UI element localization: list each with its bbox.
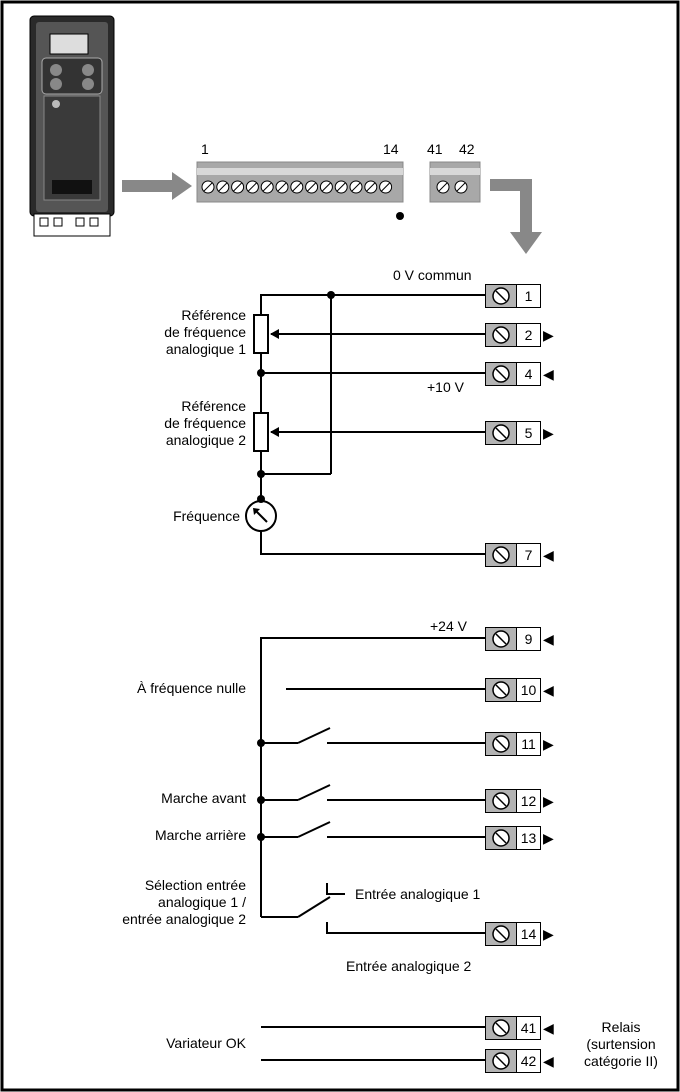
label-entree-analogique-1: Entrée analogique 1 (355, 886, 481, 902)
terminal-screw-icon (485, 1016, 517, 1040)
output-arrow-icon: ▶ (543, 425, 554, 441)
terminal-screw-icon (485, 678, 517, 702)
terminal-number: 10 (516, 678, 541, 702)
terminal-number: 12 (516, 789, 541, 813)
drive-device-illustration (29, 15, 115, 237)
terminal-number: 1 (516, 284, 541, 308)
terminal-screw-icon (485, 323, 517, 347)
strip-label-14: 14 (383, 141, 399, 157)
label-ref1-line3: analogique 1 (165, 341, 246, 357)
terminal-strip-41-42 (429, 161, 481, 203)
terminal-number: 42 (516, 1049, 541, 1073)
terminal-number: 41 (516, 1016, 541, 1040)
strip-label-41: 41 (427, 141, 443, 157)
label-selection-line2: analogique 1 / (158, 894, 246, 910)
label-ref2-line3: analogique 2 (165, 432, 246, 448)
input-arrow-icon: ◀ (543, 547, 554, 563)
terminal-number: 7 (516, 543, 541, 567)
label-selection-line1: Sélection entrée (144, 877, 246, 893)
input-arrow-icon: ◀ (543, 631, 554, 647)
terminal-screw-icon (485, 826, 517, 850)
label-ref1-line2: de fréquence (164, 324, 246, 340)
flow-arrow-right (122, 172, 192, 200)
terminal-screw-icon (485, 362, 517, 386)
terminal-screw-icon (485, 1049, 517, 1073)
terminal-screw-icon (485, 732, 517, 756)
output-arrow-icon: ▶ (543, 327, 554, 343)
terminal-screw-icon (485, 421, 517, 445)
output-arrow-icon: ▶ (543, 793, 554, 809)
strip-label-42: 42 (459, 141, 475, 157)
terminal-screw-icon (485, 627, 517, 651)
label-marche-avant: Marche avant (161, 790, 246, 806)
output-arrow-icon: ▶ (543, 926, 554, 942)
terminal-number: 9 (516, 627, 541, 651)
label-variateur-ok: Variateur OK (166, 1035, 246, 1051)
terminal-number: 4 (516, 362, 541, 386)
label-plus24v: +24 V (430, 618, 467, 634)
flow-arrow-down (490, 179, 542, 254)
input-arrow-icon: ◀ (543, 1053, 554, 1069)
label-ref2-line1: Référence (181, 398, 246, 414)
label-frequence: Fréquence (173, 508, 240, 524)
input-arrow-icon: ◀ (543, 366, 554, 382)
input-arrow-icon: ◀ (543, 1020, 554, 1036)
pin-dot (396, 212, 404, 220)
terminal-screw-icon (485, 922, 517, 946)
label-ref2-line2: de fréquence (164, 415, 246, 431)
label-selection-line3: entrée analogique 2 (122, 911, 246, 927)
label-relais-line2: (surtension (586, 1036, 656, 1052)
label-marche-arriere: Marche arrière (154, 827, 246, 843)
label-zero-frequency: À fréquence nulle (137, 680, 246, 696)
output-arrow-icon: ▶ (543, 736, 554, 752)
label-relais-line3: catégorie II) (584, 1053, 658, 1069)
terminal-number: 13 (516, 826, 541, 850)
terminal-screw-icon (485, 789, 517, 813)
terminal-number: 11 (516, 732, 541, 756)
terminal-screw-icon (485, 284, 517, 308)
label-plus10v: +10 V (427, 379, 464, 395)
terminal-number: 5 (516, 421, 541, 445)
strip-label-1: 1 (201, 141, 209, 157)
wiring-lines (245, 294, 485, 1061)
label-relais-line1: Relais (601, 1019, 641, 1035)
junction-dots (257, 291, 335, 841)
label-entree-analogique-2: Entrée analogique 2 (346, 958, 472, 974)
input-arrow-icon: ◀ (543, 682, 554, 698)
label-0v-common: 0 V commun (393, 267, 472, 283)
terminal-number: 2 (516, 323, 541, 347)
label-ref1-line1: Référence (181, 307, 246, 323)
terminal-screw-icon (485, 543, 517, 567)
terminal-strip-1-14 (196, 161, 404, 203)
output-arrow-icon: ▶ (543, 830, 554, 846)
terminal-number: 14 (516, 922, 541, 946)
